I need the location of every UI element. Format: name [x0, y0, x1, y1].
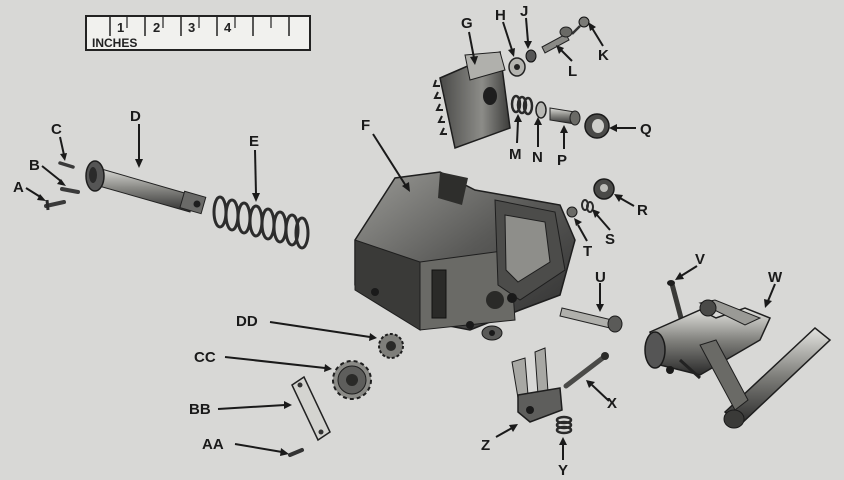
part-z-fork: [511, 347, 563, 423]
part-g-toothed-block: [432, 50, 511, 149]
label-m: M: [509, 146, 522, 163]
label-t: T: [583, 243, 592, 260]
label-q: Q: [640, 121, 652, 138]
label-g: G: [461, 15, 473, 32]
inch-ruler: INCHES 1 2 3 4: [85, 15, 311, 51]
part-q-nut: [584, 113, 610, 139]
label-z: Z: [481, 437, 490, 454]
part-a-pin: [44, 199, 66, 211]
part-n-washer: [535, 101, 547, 119]
part-labels: A B C D E F G H J K L M N P Q R S T U V …: [13, 3, 783, 479]
label-l: L: [568, 63, 577, 80]
part-y-spring: [555, 415, 573, 435]
label-w: W: [768, 269, 783, 286]
label-bb: BB: [189, 401, 211, 418]
ruler-number-4: 4: [224, 20, 232, 35]
label-v: V: [695, 251, 705, 268]
part-bb-plate: [291, 375, 331, 442]
leader-lines: [25, 17, 776, 460]
label-aa: AA: [202, 436, 224, 453]
ruler-number-1: 1: [117, 20, 124, 35]
label-x: X: [607, 395, 617, 412]
part-u-bolt: [559, 307, 623, 333]
label-c: C: [51, 121, 62, 138]
label-r: R: [637, 202, 648, 219]
label-cc: CC: [194, 349, 216, 366]
part-h-washer: [508, 57, 526, 77]
part-c-pin: [58, 161, 75, 169]
label-a: A: [13, 179, 24, 196]
part-j-nut: [525, 49, 537, 63]
part-l-screw: [541, 26, 573, 54]
part-v-pin: [667, 280, 684, 321]
label-d: D: [130, 108, 141, 125]
label-b: B: [29, 157, 40, 174]
ruler-number-3: 3: [188, 20, 195, 35]
part-dd-gear: [378, 333, 404, 359]
label-s: S: [605, 231, 615, 248]
part-e-spring: [212, 195, 310, 250]
part-k-pin: [571, 16, 590, 35]
part-cc-gear: [332, 360, 372, 400]
part-m-spring: [510, 94, 534, 116]
ruler-number-2: 2: [153, 20, 160, 35]
label-n: N: [532, 149, 543, 166]
part-r-nut: [593, 178, 615, 200]
label-k: K: [598, 47, 609, 64]
label-p: P: [557, 152, 567, 169]
part-t-ball: [566, 206, 578, 218]
ruler-unit-label: INCHES: [92, 36, 137, 50]
label-e: E: [249, 133, 259, 150]
part-f-housing: [354, 171, 576, 341]
part-b-pin: [60, 187, 80, 194]
part-w-handle: [644, 299, 832, 429]
label-f: F: [361, 117, 370, 134]
part-p-plunger: [549, 107, 581, 126]
part-s-spring: [581, 199, 594, 213]
label-dd: DD: [236, 313, 258, 330]
label-y: Y: [558, 462, 568, 479]
label-h: H: [495, 7, 506, 24]
part-aa-pin: [288, 448, 304, 457]
label-u: U: [595, 269, 606, 286]
label-j: J: [520, 3, 528, 20]
part-d-shaft: [85, 160, 207, 215]
part-x-pin: [563, 352, 609, 389]
